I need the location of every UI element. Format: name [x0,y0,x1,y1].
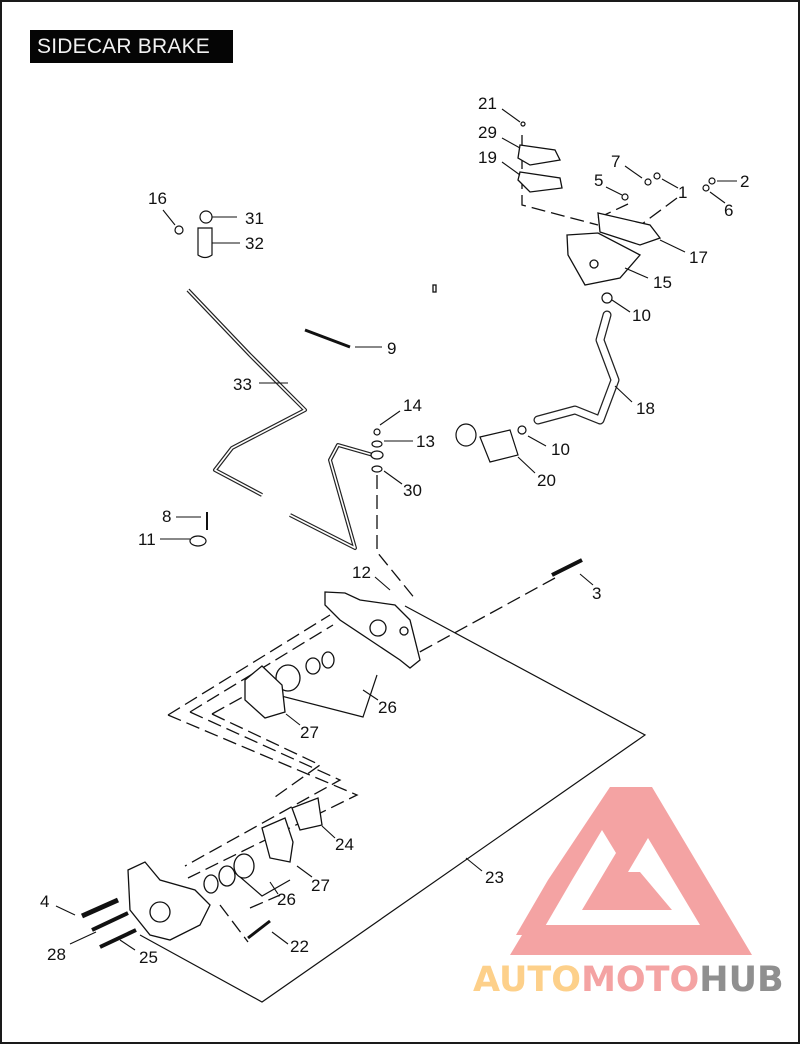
callout-11: 11 [138,530,156,549]
brake-line-middle [289,443,374,550]
screw-2 [708,177,716,185]
callout-22: 22 [290,937,309,956]
callout-6: 6 [724,201,733,220]
pin-25 [99,928,137,949]
callout-1: 1 [678,183,687,202]
callout-31: 31 [245,209,264,228]
clip-9 [304,328,351,349]
callout-10-top: 10 [632,306,651,325]
callout-25: 25 [139,948,158,967]
watermark-part-auto: AUTO [473,960,582,1000]
callout-19: 19 [478,148,497,167]
callout-8: 8 [162,507,171,526]
seal-26b [233,853,255,879]
nut-31 [199,210,213,224]
callout-29: 29 [478,123,497,142]
callout-27-lower: 27 [311,876,330,895]
callout-18: 18 [636,399,655,418]
callout-14: 14 [403,396,422,415]
caliper-upper [244,591,421,719]
callout-24: 24 [335,835,354,854]
callout-17: 17 [689,248,708,267]
gasket-19 [517,171,563,193]
callout-26-lower: 26 [277,890,296,909]
callout-12: 12 [352,563,371,582]
washer-7 [644,178,652,186]
screw-1 [653,172,661,180]
pin-28 [91,911,129,932]
callout-9: 9 [387,339,396,358]
callout-labels: 1 2 3 4 5 6 7 8 9 10 10 11 12 13 14 15 1… [40,94,749,967]
washer-13 [371,440,383,448]
pad-27b [261,817,294,863]
pad-27 [244,665,286,719]
callout-23: 23 [485,868,504,887]
caliper-lower [127,797,323,941]
clamp-11 [189,535,207,547]
callout-33: 33 [233,375,252,394]
callout-3: 3 [592,584,601,603]
hose-18 [533,310,620,425]
watermark-logo-icon [510,787,752,955]
callout-26-upper: 26 [378,698,397,717]
leader-lines [55,108,737,951]
callout-28: 28 [47,945,66,964]
washer-6 [702,184,710,192]
callout-4: 4 [40,892,49,911]
clamp-10-top [601,292,613,304]
watermark-part-moto: MOTO [581,960,700,1000]
screw-3 [551,558,583,577]
clip-24 [291,797,323,831]
bracket-17 [597,212,662,246]
bleeder-22 [247,919,271,940]
page-title: SIDECAR BRAKE [30,30,233,63]
callout-32: 32 [245,234,264,253]
callout-13: 13 [416,432,435,451]
cover-29 [517,144,561,166]
callout-10-bottom: 10 [551,440,570,459]
washer-30 [371,465,383,473]
callout-21: 21 [478,94,497,113]
callout-27-upper: 27 [300,723,319,742]
callout-30: 30 [403,481,422,500]
brake-line-33 [186,288,307,497]
watermark-part-hub: HUB [699,960,784,1000]
callout-15: 15 [653,273,672,292]
fasteners [80,121,716,949]
callout-20: 20 [537,471,556,490]
callout-5: 5 [594,171,603,190]
watermark-text: AUTOMOTOHUB [473,960,784,1000]
washer-5 [621,193,629,201]
bolt-16 [174,225,184,235]
bleeder-14 [373,428,381,436]
reservoir-15 [566,232,642,286]
screw-21 [520,121,526,127]
bolt-4 [80,897,120,919]
reservoir-assembly [432,144,662,303]
banjo-20 [479,429,519,463]
clamp-10-bottom [517,425,527,435]
o-ring-20 [455,423,477,447]
fitting-32 [197,227,213,259]
callout-16: 16 [148,189,167,208]
callout-2: 2 [740,172,749,191]
group-bracket-lines [139,605,647,1003]
callout-7: 7 [611,152,620,171]
